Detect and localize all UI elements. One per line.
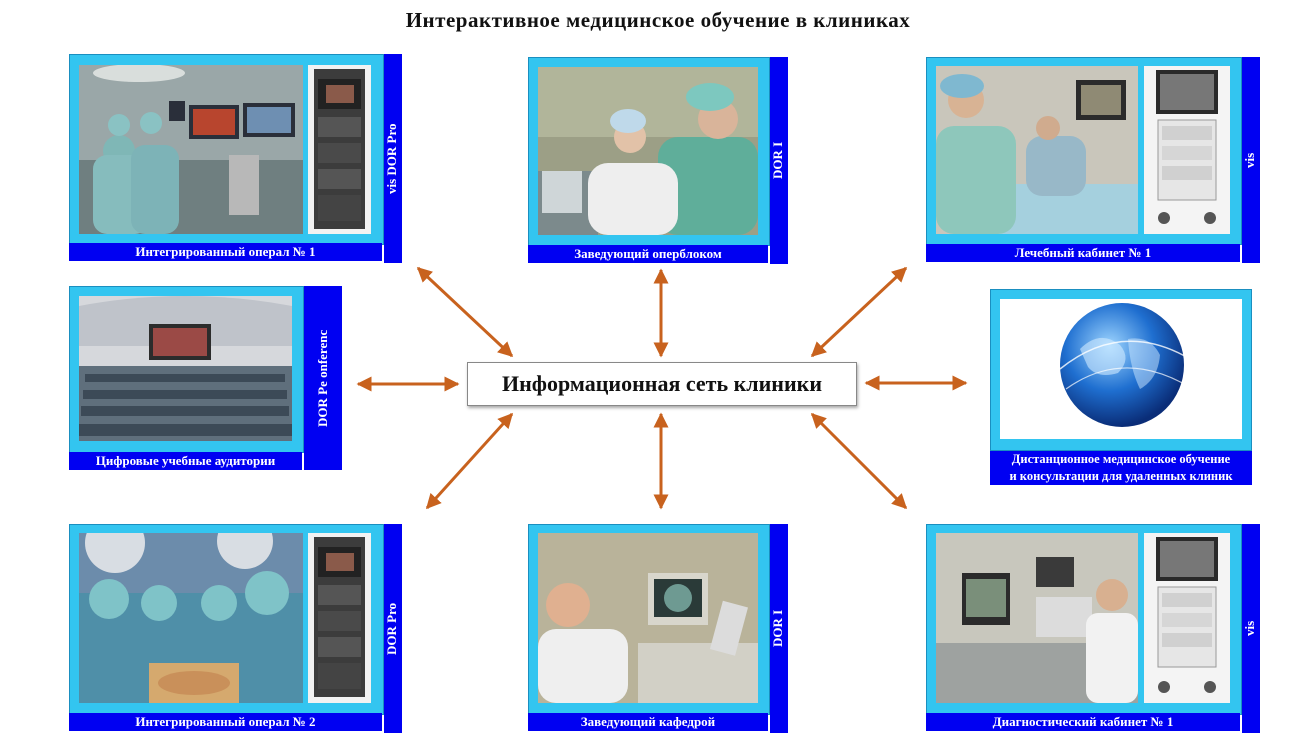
card-head-operating-unit: DOR I Заведующий оперблоком <box>528 57 788 264</box>
card-head-department: DOR I Заведующий кафедрой <box>528 524 788 733</box>
card-caption: Заведующий оперблоком <box>528 245 768 263</box>
equipment-rack-photo <box>308 533 371 703</box>
card-vertical-label: DOR Pe onferenc <box>315 329 330 427</box>
card-integrated-or-1: vis DOR Pro Интегрированный операл № <box>69 54 402 263</box>
caption-line-2: и консультации для удаленных клиник <box>1009 469 1233 483</box>
clinic-network-hub: Информационная сеть клиники <box>467 362 857 406</box>
arrow-treat1 <box>810 266 908 358</box>
arrow-or2 <box>425 412 514 510</box>
card-vertical-label: DOR I <box>770 609 785 648</box>
treatment-procedure-photo <box>936 66 1138 234</box>
ultrasound-session-photo <box>936 533 1138 703</box>
card-caption: Дистанционное медицинское обучение и кон… <box>990 451 1252 485</box>
arrow-diag1 <box>810 412 908 510</box>
card-caption: Диагностический кабинет № 1 <box>926 713 1240 731</box>
card-caption: Интегрированный операл № 1 <box>69 243 382 261</box>
video-tower-photo <box>1144 533 1230 703</box>
card-integrated-or-2: DOR Pro Интегрированный операл № 2 <box>69 524 402 733</box>
card-diagnostic-room-1: vis Диагностический кабинет № 1 <box>926 524 1260 733</box>
doctor-reviewing-scan-photo <box>538 533 758 703</box>
card-caption: Интегрированный операл № 2 <box>69 713 382 731</box>
card-caption: Цифровые учебные аудитории <box>69 452 302 470</box>
video-tower-photo <box>1144 66 1230 234</box>
operating-room-photo <box>79 65 303 234</box>
card-vertical-label: DOR I <box>770 141 785 180</box>
page-title: Интерактивное медицинское обучение в кли… <box>405 8 911 32</box>
card-vertical-label: DOR Pro <box>384 602 399 655</box>
card-vertical-label: vis <box>1242 152 1257 168</box>
card-side-band <box>384 54 402 263</box>
card-remote-training: Дистанционное медицинское обучение и кон… <box>990 289 1252 489</box>
card-caption: Заведующий кафедрой <box>528 713 768 731</box>
arrow-or1 <box>416 266 514 358</box>
caption-line-1: Дистанционное медицинское обучение <box>1011 452 1231 466</box>
card-caption: Лечебный кабинет № 1 <box>926 244 1240 262</box>
card-digital-classrooms: DOR Pe onferenc Цифровые учебные аудитор… <box>69 286 342 470</box>
card-treatment-room-1: vis Лечебный кабинет № 1 <box>926 57 1260 263</box>
globe-photo <box>1000 299 1242 439</box>
equipment-rack-photo <box>308 65 371 234</box>
lecture-hall-photo <box>79 296 292 441</box>
card-vertical-label: vis DOR Pro <box>384 123 399 194</box>
card-vertical-label: vis <box>1242 620 1257 637</box>
surgeons-at-computer-photo <box>538 67 758 235</box>
surgery-team-photo <box>79 533 303 703</box>
